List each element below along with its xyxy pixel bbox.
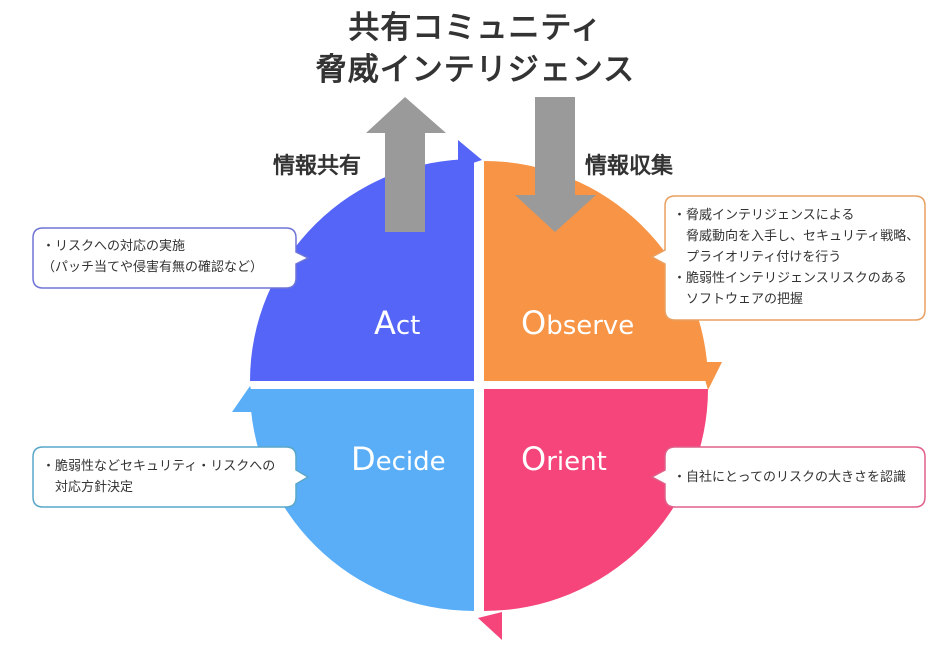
decide-label: Decide bbox=[351, 440, 446, 478]
callout-line: （パッチ当てや侵害有無の確認など） bbox=[42, 260, 264, 275]
observe-arrowhead bbox=[700, 362, 722, 390]
callout-line: ・脅威インテリジェンスによる bbox=[673, 208, 855, 223]
callout-line: ・脆弱性などセキュリティ・リスクへの bbox=[42, 459, 276, 474]
orient-callout-box bbox=[650, 446, 926, 508]
decide-arrowhead bbox=[232, 386, 258, 412]
callout-line: プライオリティ付けを行う bbox=[673, 250, 842, 265]
observe-label: Observe bbox=[521, 304, 634, 342]
collect-down-arrow bbox=[515, 97, 596, 232]
decide-callout: ・脆弱性などセキュリティ・リスクへの 対応方針決定 bbox=[42, 456, 275, 498]
orient-callout: ・自社にとってのリスクの大きさを認識 bbox=[673, 467, 906, 488]
act-callout: ・リスクへの対応の実施 （パッチ当てや侵害有無の確認など） bbox=[42, 236, 263, 278]
act-label: Act bbox=[374, 304, 420, 342]
decide-quadrant bbox=[250, 389, 474, 611]
orient-rest: rient bbox=[546, 447, 607, 477]
share-label: 情報共有 bbox=[273, 154, 362, 179]
act-arrowhead bbox=[458, 140, 482, 168]
callout-line: 脅威動向を入手し、セキュリティ戦略、 bbox=[673, 229, 920, 244]
collect-label: 情報収集 bbox=[585, 154, 674, 179]
orient-quadrant bbox=[484, 389, 708, 611]
observe-rest: bserve bbox=[546, 311, 635, 341]
observe-callout: ・脅威インテリジェンスによる 脅威動向を入手し、セキュリティ戦略、 プライオリテ… bbox=[673, 205, 919, 310]
observe-initial: O bbox=[521, 304, 547, 342]
title-line-1: 共有コミュニティ bbox=[348, 10, 603, 46]
callout-line: 対応方針決定 bbox=[42, 480, 134, 495]
callout-line: ・脆弱性インテリジェンスリスクのある bbox=[673, 271, 907, 286]
orient-label: Orient bbox=[521, 440, 607, 478]
act-rest: ct bbox=[395, 311, 421, 341]
title-line-2: 脅威インテリジェンス bbox=[315, 52, 636, 88]
callout-line: ・自社にとってのリスクの大きさを認識 bbox=[673, 470, 906, 485]
share-up-arrow bbox=[366, 97, 446, 232]
callout-line: ・リスクへの対応の実施 bbox=[42, 239, 186, 254]
orient-arrowhead bbox=[478, 612, 502, 640]
decide-initial: D bbox=[351, 440, 376, 478]
act-callout-box bbox=[32, 227, 310, 289]
decide-rest: ecide bbox=[375, 447, 446, 477]
callout-line: ソフトウェアの把握 bbox=[673, 292, 804, 307]
decide-callout-box bbox=[32, 446, 310, 508]
act-initial: A bbox=[374, 304, 396, 342]
orient-initial: O bbox=[521, 440, 547, 478]
observe-callout-box bbox=[650, 195, 926, 321]
